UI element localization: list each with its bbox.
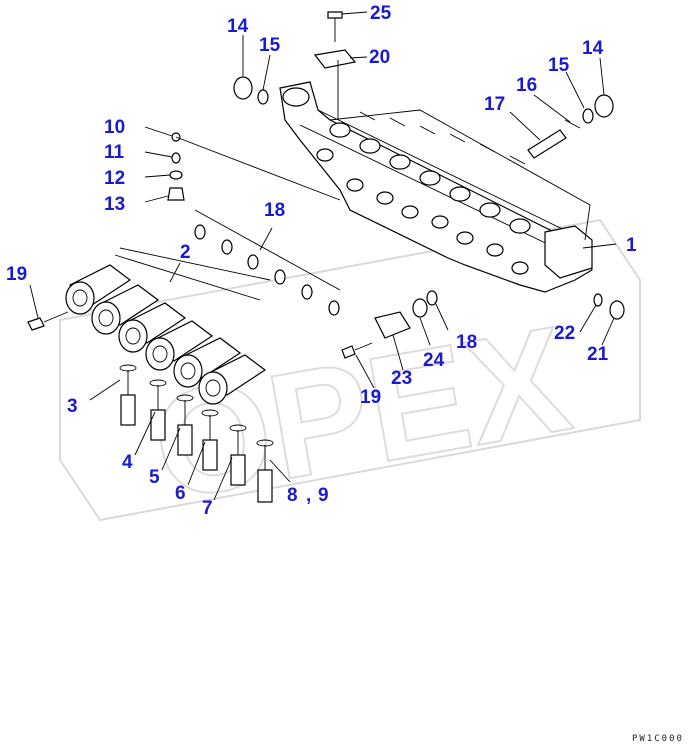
small-parts bbox=[27, 11, 625, 359]
callout-16: 16 bbox=[516, 75, 537, 96]
callout-12: 12 bbox=[104, 168, 125, 189]
solenoid-4 bbox=[145, 320, 214, 371]
callout-separator: , bbox=[306, 485, 311, 506]
leader-lines bbox=[29, 11, 617, 501]
callout-15: 15 bbox=[259, 35, 281, 56]
callout-9: 9 bbox=[318, 485, 329, 506]
callout-7: 7 bbox=[202, 498, 213, 519]
callout-19: 19 bbox=[360, 387, 381, 408]
callout-17: 17 bbox=[484, 94, 505, 115]
callout-14: 14 bbox=[582, 38, 604, 59]
connector-group bbox=[119, 364, 274, 503]
callout-18: 18 bbox=[456, 332, 477, 353]
valve-body bbox=[279, 81, 593, 293]
drawing-code: PW1C000 bbox=[632, 734, 684, 744]
callout-13: 13 bbox=[104, 194, 125, 215]
callout-24: 24 bbox=[423, 350, 445, 371]
callout-22: 22 bbox=[554, 323, 575, 344]
solenoid-5 bbox=[173, 337, 242, 388]
solenoid-3 bbox=[118, 302, 187, 353]
callout-4: 4 bbox=[122, 452, 133, 473]
solenoid-group bbox=[65, 247, 271, 405]
callout-18: 18 bbox=[264, 200, 285, 221]
callout-3: 3 bbox=[67, 396, 78, 417]
callout-5: 5 bbox=[149, 467, 160, 488]
callout-20: 20 bbox=[369, 47, 390, 68]
callout-19: 19 bbox=[6, 264, 27, 285]
callout-23: 23 bbox=[391, 368, 412, 389]
callout-21: 21 bbox=[587, 344, 609, 365]
callout-2: 2 bbox=[180, 242, 191, 263]
watermark-text: OPEX bbox=[141, 294, 581, 532]
callout-15: 15 bbox=[548, 55, 570, 76]
solenoid-1 bbox=[65, 264, 132, 315]
solenoid-2 bbox=[91, 284, 160, 335]
callouts: 25 20 14 15 14 15 16 17 10 11 12 13 18 2… bbox=[6, 3, 637, 519]
o-ring-group bbox=[194, 209, 341, 316]
callout-10: 10 bbox=[104, 117, 125, 138]
callout-6: 6 bbox=[175, 483, 186, 504]
callout-14: 14 bbox=[227, 16, 249, 37]
callout-25: 25 bbox=[370, 3, 392, 24]
solenoid-6 bbox=[198, 354, 267, 405]
callout-8: 8 bbox=[287, 485, 298, 506]
callout-11: 11 bbox=[104, 142, 125, 163]
callout-1: 1 bbox=[626, 235, 637, 256]
